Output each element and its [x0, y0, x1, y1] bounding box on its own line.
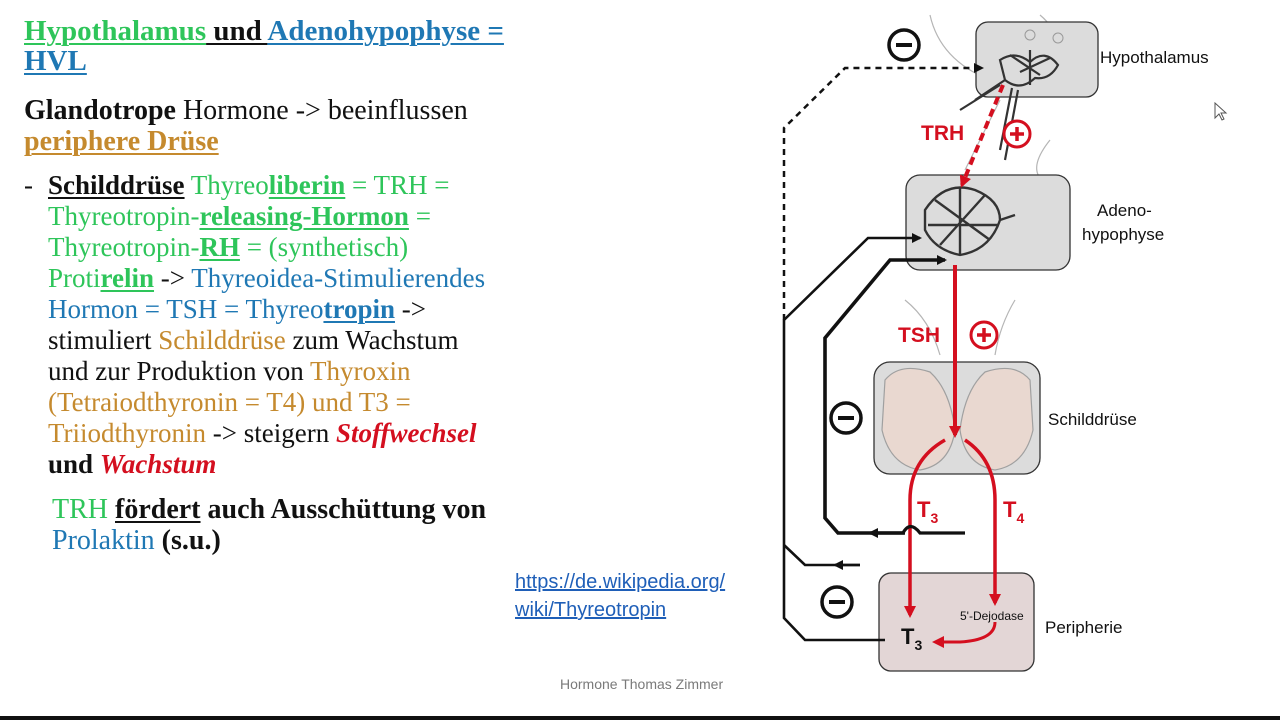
list-text: Thyroxin: [310, 356, 411, 386]
list-stoffwechsel: Stoffwechsel: [335, 418, 477, 448]
label-t3-periphery: T3: [901, 624, 922, 653]
list-text: (Tetraiodthyronin = T4) und T3 =: [48, 387, 411, 417]
intro-periphere-druese: periphere Drüse: [24, 126, 219, 157]
note-prolaktin: Prolaktin: [52, 525, 155, 556]
title-hvl: HVL: [24, 45, 87, 77]
capillary-network-icon: [923, 186, 1016, 257]
label-t3b-main: T: [901, 624, 915, 649]
title-adenohypophyse: Adenohypophyse =: [267, 15, 504, 47]
list-relin: relin: [100, 263, 155, 293]
list-text: Hormon = TSH = Thyreo: [48, 294, 324, 324]
link-line2[interactable]: wiki/Thyreotropin: [515, 599, 667, 621]
minus-icon-top: [887, 28, 921, 62]
list-wachstum: Wachstum: [99, 449, 217, 479]
list-text: Thyreo: [184, 170, 269, 200]
list-text: = (synthetisch): [239, 232, 409, 262]
list-liberin: liberin: [268, 170, 346, 200]
title-hypothalamus: Hypothalamus: [24, 15, 207, 47]
label-t3b-sub: 3: [914, 637, 922, 653]
label-t4: T4: [1003, 497, 1024, 526]
note-foerdert: fördert: [115, 494, 201, 525]
list-text: Thyreotropin-: [48, 232, 200, 262]
neuron-network-icon: [959, 50, 1060, 161]
adenohypophyse-box: [905, 174, 1071, 271]
dejodase-arrow: [932, 621, 997, 648]
label-tsh: TSH: [898, 324, 940, 347]
list-text: stimuliert: [48, 325, 159, 355]
list-text: Thyreotropin-: [48, 201, 200, 231]
minus-icon-middle: [829, 401, 863, 435]
label-dejodase: 5'-Dejodase: [960, 609, 1024, 623]
slide-title: Hypothalamus und Adenohypophyse = HVL: [24, 16, 584, 76]
label-t4-main: T: [1003, 497, 1017, 522]
plus-icon-tsh: [969, 320, 999, 350]
list-text: Triiodthyronin: [48, 418, 207, 448]
list-text: ->: [154, 263, 192, 293]
label-hypothalamus: Hypothalamus: [1100, 48, 1209, 67]
note-rest: auch Ausschüttung von: [200, 494, 487, 525]
list-text: ->: [394, 294, 426, 324]
label-peripherie: Peripherie: [1045, 618, 1123, 637]
bottom-edge-bar: [0, 716, 1280, 720]
trh-note: TRH fördert auch Ausschüttung von Prolak…: [52, 494, 592, 556]
minus-icon-bottom: [820, 585, 854, 619]
list-tropin: tropin: [323, 294, 395, 324]
label-adeno1: Adeno-: [1097, 201, 1152, 220]
t4-arrow: [964, 438, 1001, 606]
label-adeno2: hypophyse: [1082, 225, 1164, 244]
list-text: Proti: [48, 263, 101, 293]
list-releasing: releasing-Hormon: [199, 201, 409, 231]
label-t3: T3: [917, 497, 938, 526]
list-rh: RH: [199, 232, 240, 262]
trh-arrow: [959, 84, 1005, 188]
hypothalamus-box: [975, 21, 1099, 98]
title-und: und: [206, 15, 268, 47]
label-t3-sub: 3: [930, 510, 938, 526]
plus-icon-trh: [1002, 119, 1032, 149]
label-t4-sub: 4: [1016, 510, 1024, 526]
list-text: zum Wachstum: [285, 325, 459, 355]
list-text: = TRH =: [345, 170, 450, 200]
list-text: -> steigern: [206, 418, 336, 448]
schilddruese-list-item: - Schilddrüse Thyreoliberin = TRH = Thyr…: [24, 170, 584, 480]
footer-author: Hormone Thomas Zimmer: [560, 676, 724, 692]
label-t3-main: T: [917, 497, 931, 522]
feedback-loops: [782, 63, 984, 642]
intro-glandotrope: Glandotrope: [24, 95, 176, 126]
list-text: =: [408, 201, 431, 231]
list-text: Thyreoidea-Stimulierendes: [191, 263, 486, 293]
intro-rest: Hormone -> beeinflussen: [175, 95, 468, 126]
list-dash: -: [24, 170, 33, 200]
list-text: Schilddrüse: [158, 325, 286, 355]
note-su: (s.u.): [154, 525, 221, 556]
list-schilddruese: Schilddrüse: [48, 170, 185, 200]
list-text: und zur Produktion von: [48, 356, 310, 386]
neuron-star-icon: [1024, 29, 1064, 44]
list-text: und: [48, 449, 100, 479]
label-trh: TRH: [921, 122, 964, 145]
hormone-axis-diagram: Hypothalamus Adeno- hypophyse Schilddrüs…: [782, 14, 1209, 672]
mouse-cursor-icon: [1214, 102, 1228, 121]
wikipedia-link[interactable]: https://de.wikipedia.org/ wiki/Thyreotro…: [515, 568, 725, 624]
intro-text: Glandotrope Hormone -> beeinflussen peri…: [24, 95, 584, 157]
label-schilddruese: Schilddrüse: [1048, 410, 1137, 429]
t3-arrow: [904, 438, 946, 618]
note-trh: TRH: [52, 494, 108, 525]
link-line1[interactable]: https://de.wikipedia.org/: [515, 571, 726, 593]
